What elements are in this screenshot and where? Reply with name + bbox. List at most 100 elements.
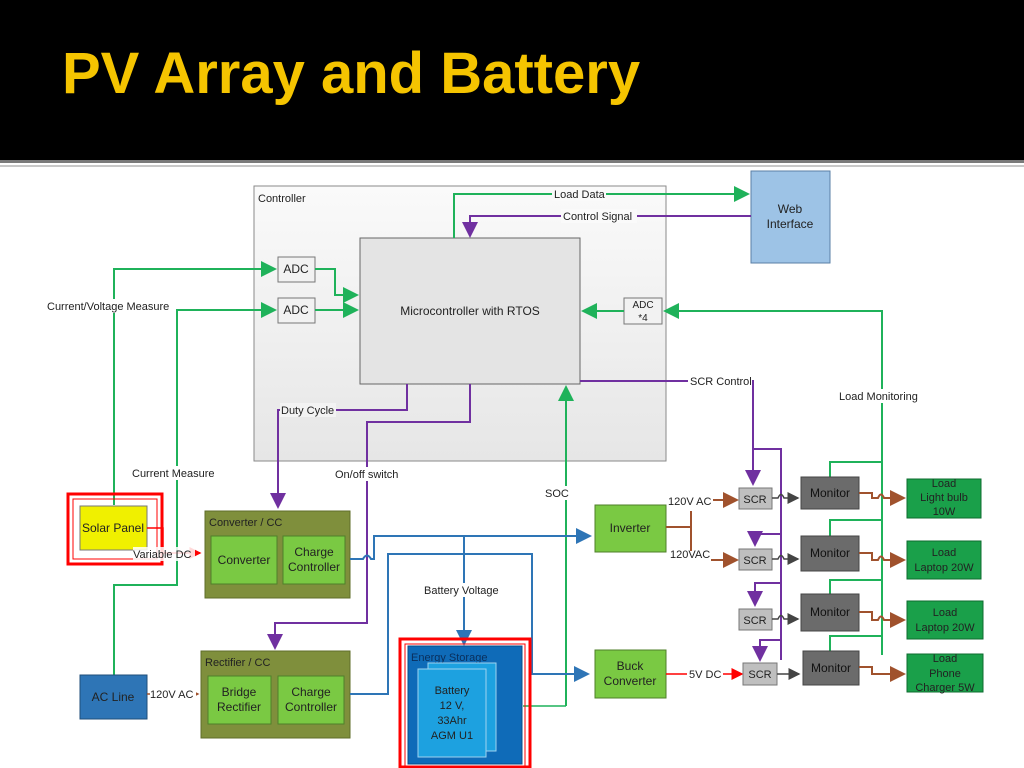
monitor2-feedback-line bbox=[829, 519, 882, 536]
monitor4-feedback-line bbox=[829, 635, 882, 651]
ac-out1-label: 120V AC bbox=[668, 496, 711, 508]
mcu-label: Microcontroller with RTOS bbox=[400, 304, 540, 318]
energy-storage-highlight bbox=[398, 637, 532, 768]
converter-label: Converter bbox=[218, 553, 271, 567]
monitor-label: Monitor bbox=[811, 661, 851, 675]
scr-2: SCR bbox=[738, 548, 773, 571]
scr1-to-monitor-line bbox=[772, 492, 800, 504]
ac-input-label: 120V AC bbox=[150, 689, 193, 701]
header-divider bbox=[0, 160, 1024, 163]
load-label-line2: Phone bbox=[929, 668, 961, 680]
ac-line-block: AC Line bbox=[79, 674, 148, 720]
buck-label-line1: Buck bbox=[617, 659, 645, 673]
web-interface-block: Web Interface bbox=[750, 170, 831, 264]
header-divider-light bbox=[0, 165, 1024, 167]
load-label-line1: Load bbox=[933, 607, 957, 619]
load-label-line2: Laptop 20W bbox=[914, 562, 974, 574]
charge-controller-2-block bbox=[277, 675, 345, 725]
scr4-control-line bbox=[752, 639, 781, 662]
adc-block-1: ADC bbox=[277, 256, 316, 283]
monitor3-feedback-line bbox=[829, 579, 882, 594]
charge-controller-label-line1: Charge bbox=[294, 545, 334, 559]
load-data-label: Load Data bbox=[554, 189, 606, 201]
load-label-line2: Light bulb bbox=[920, 492, 968, 504]
variable-dc-label: Variable DC bbox=[133, 549, 192, 561]
load-label-line2: Laptop 20W bbox=[915, 622, 975, 634]
converter-cc-block: Converter / CC Converter Charge Controll… bbox=[204, 510, 351, 599]
monitor1-feedback-line bbox=[829, 461, 882, 477]
web-interface-label-line1: Web bbox=[778, 202, 803, 216]
scr3-to-monitor-line bbox=[772, 613, 800, 625]
rectifier-cc-label: Rectifier / CC bbox=[205, 657, 270, 669]
adc1-to-mcu-line bbox=[315, 268, 359, 303]
adc4-label-line2: *4 bbox=[638, 313, 648, 324]
adc-label: ADC bbox=[283, 303, 309, 317]
load-laptop-2: Load Laptop 20W bbox=[906, 600, 984, 640]
buck-label-line2: Converter bbox=[604, 674, 657, 688]
microcontroller-block: Microcontroller with RTOS bbox=[359, 237, 581, 385]
scr2-control-line bbox=[747, 531, 781, 547]
load-laptop-1: Load Laptop 20W bbox=[906, 540, 982, 580]
on-off-switch-label: On/off switch bbox=[335, 469, 398, 481]
ac-line-label: AC Line bbox=[92, 690, 135, 704]
scr-3: SCR bbox=[738, 608, 773, 631]
slide-header: PV Array and Battery bbox=[0, 0, 1024, 160]
scr-label: SCR bbox=[743, 555, 766, 567]
solar-panel-highlight bbox=[66, 492, 164, 566]
current-measure-label: Current Measure bbox=[132, 468, 215, 480]
control-signal-label: Control Signal bbox=[563, 211, 632, 223]
rectifier-cc-block: Rectifier / CC Bridge Rectifier Charge C… bbox=[200, 650, 351, 739]
load-label-line1: Load bbox=[932, 547, 956, 559]
battery-label-line1: Battery bbox=[435, 685, 470, 697]
scr2-to-monitor-line bbox=[772, 553, 800, 565]
battery-label-line4: AGM U1 bbox=[431, 730, 473, 742]
adc4-label-line1: ADC bbox=[632, 300, 653, 311]
load-label-line3: Charger 5W bbox=[915, 682, 975, 694]
converter-output-line bbox=[350, 528, 592, 560]
monitor-label: Monitor bbox=[810, 546, 850, 560]
converter-block bbox=[210, 535, 278, 585]
inverter-block: Inverter bbox=[594, 504, 667, 553]
monitor2-to-load-line bbox=[859, 552, 906, 568]
bridge-rectifier-label-line1: Bridge bbox=[222, 685, 257, 699]
monitor4-to-load-line bbox=[859, 666, 906, 682]
adc-block-2: ADC bbox=[277, 297, 316, 324]
rectifier-output-line bbox=[350, 553, 590, 695]
scr-label: SCR bbox=[743, 615, 766, 627]
web-interface-label-line2: Interface bbox=[767, 217, 814, 231]
current-measure-line bbox=[113, 302, 277, 675]
solar-panel-block: Solar Panel bbox=[79, 505, 148, 551]
battery-label-line3: 33Ahr bbox=[437, 715, 467, 727]
converter-cc-label: Converter / CC bbox=[209, 517, 282, 529]
charge-controller-label-line2: Controller bbox=[288, 560, 340, 574]
scr-label: SCR bbox=[743, 494, 766, 506]
monitor-4: Monitor bbox=[802, 650, 860, 686]
inverter-output-split bbox=[666, 511, 692, 551]
scr-1: SCR bbox=[738, 487, 773, 510]
scr-label: SCR bbox=[748, 669, 771, 681]
duty-cycle-line bbox=[270, 384, 408, 509]
scr-control-label: SCR Control bbox=[690, 376, 752, 388]
adc-label: ADC bbox=[283, 262, 309, 276]
charge-controller-2-label-line1: Charge bbox=[291, 685, 331, 699]
monitor-2: Monitor bbox=[800, 535, 860, 572]
soc-label: SOC bbox=[545, 488, 569, 500]
energy-storage-label: Energy Storage bbox=[411, 652, 487, 664]
load-phone-charger: Load Phone Charger 5W bbox=[906, 653, 984, 694]
inverter-label: Inverter bbox=[610, 521, 651, 535]
load-monitoring-line bbox=[663, 303, 883, 655]
energy-storage-block: Energy Storage Battery 12 V, 33Ahr AGM U… bbox=[407, 645, 523, 765]
load-label-line3: 10W bbox=[933, 506, 956, 518]
dc-out-label: 5V DC bbox=[689, 669, 721, 681]
current-voltage-measure-label: Current/Voltage Measure bbox=[47, 301, 169, 313]
slide-title: PV Array and Battery bbox=[62, 41, 641, 106]
battery-label-line2: 12 V, bbox=[440, 700, 465, 712]
control-signal-line bbox=[462, 215, 751, 238]
adc-block-4: ADC *4 bbox=[623, 297, 663, 325]
monitor-label: Monitor bbox=[810, 605, 850, 619]
charge-controller-2-label-line2: Controller bbox=[285, 700, 337, 714]
battery-block bbox=[417, 668, 487, 758]
load-label-line1: Load bbox=[932, 478, 956, 490]
bridge-rectifier-label-line2: Rectifier bbox=[217, 700, 261, 714]
